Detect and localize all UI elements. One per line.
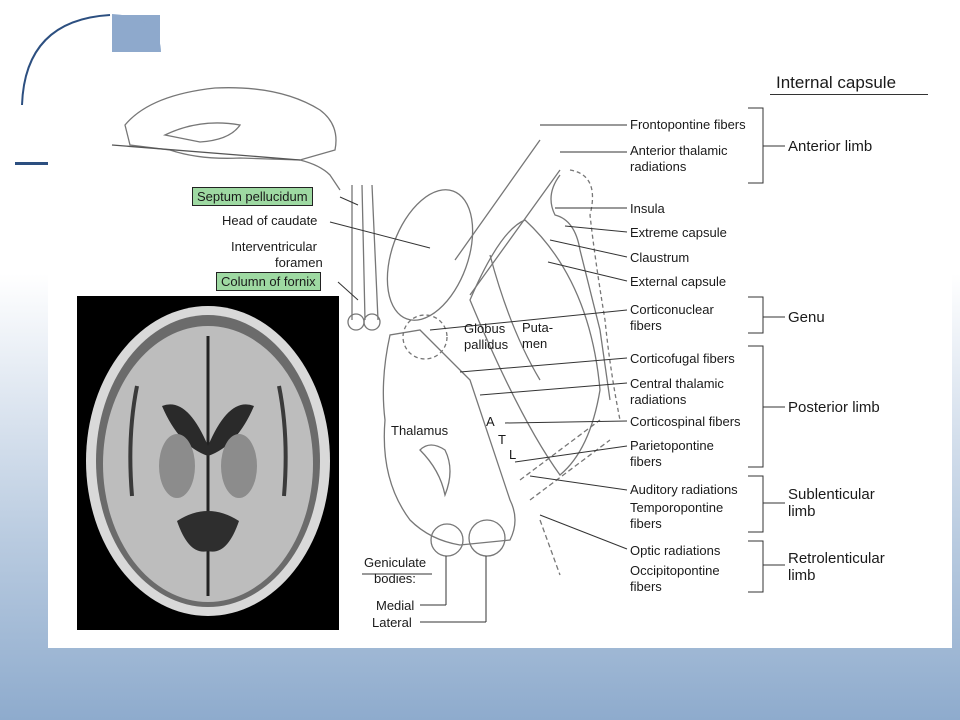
leader-fornix (337, 281, 359, 301)
fiber-label: External capsule (630, 274, 727, 289)
leader-optic (539, 514, 628, 550)
mri-ventricles (162, 404, 254, 456)
globus-border (489, 254, 541, 381)
fiber-label: radiations (630, 392, 687, 407)
leader-central-thalamic (479, 382, 628, 396)
label-column-of-fornix: Column of fornix (216, 272, 321, 291)
label-l: L (509, 447, 517, 462)
fiber-label: fibers (630, 579, 662, 594)
fiber-label: fibers (630, 454, 662, 469)
fiber-label: Anterior thalamic (630, 143, 728, 158)
group-genu: Genu (788, 309, 825, 326)
group-sublenticular: Sublenticular (788, 486, 875, 503)
fiber-label: Temporopontine (630, 500, 724, 515)
logo-rule (15, 162, 53, 165)
leader-septum (339, 196, 359, 206)
diagram-title: Internal capsule (776, 73, 897, 92)
sagittal-plane-line (111, 144, 301, 161)
mri-lentiform-left (159, 434, 195, 498)
medial-geniculate (430, 523, 464, 557)
sagittal-arrow (299, 159, 341, 191)
leader-claustrum (549, 239, 628, 258)
mri-sulci (128, 385, 288, 497)
mri-posterior-ventricles (177, 511, 239, 552)
logo-mark (21, 14, 161, 106)
leader-parietopontine (514, 445, 628, 463)
fiber-label: Corticospinal fibers (630, 414, 741, 429)
logo-arc-line-2 (111, 14, 161, 54)
label-lateral: Lateral (372, 615, 412, 630)
label-pallidus: pallidus (464, 337, 509, 352)
fiber-label: Optic radiations (630, 543, 721, 558)
lentiform-nucleus (469, 219, 601, 476)
lateral-geniculate (468, 519, 506, 557)
bracket-sublenticular (748, 475, 785, 533)
fiber-label: Central thalamic (630, 376, 724, 391)
leader-caudate (329, 221, 431, 249)
caudate-head (386, 189, 474, 321)
title-underline (770, 94, 928, 95)
label-foramen: foramen (275, 255, 323, 270)
label-thalamus: Thalamus (391, 423, 449, 438)
fornix-circle-left (347, 313, 365, 331)
fiber-label: Occipitopontine (630, 563, 720, 578)
posterior-dashed-lines (519, 419, 611, 576)
leader-corticonuclear (429, 309, 628, 331)
label-interventricular: Interventricular (231, 239, 317, 254)
leader-corticofugal (459, 357, 628, 373)
sagittal-brain-outline (124, 87, 337, 161)
label-putamen-1: Puta- (522, 320, 554, 335)
fiber-label: Claustrum (630, 250, 690, 265)
logo-square (112, 15, 160, 53)
anterior-limb-lines (454, 139, 561, 296)
fiber-label: fibers (630, 516, 662, 531)
extreme-capsule-outline (569, 169, 621, 421)
fiber-label: Auditory radiations (630, 482, 738, 497)
interventricular-foramen (402, 314, 448, 360)
label-medial: Medial (376, 598, 415, 613)
bracket-genu (748, 296, 785, 334)
mri-drawing (86, 306, 330, 616)
fiber-label: Insula (630, 201, 665, 216)
fiber-label: Extreme capsule (630, 225, 727, 240)
logo-arc-line (21, 14, 111, 106)
fiber-label: Parietopontine (630, 438, 714, 453)
bracket-posterior (748, 345, 785, 468)
fiber-label: radiations (630, 159, 687, 174)
fiber-label: fibers (630, 318, 662, 333)
bracket-retrolenticular (748, 540, 785, 593)
insula-outline (550, 174, 611, 401)
sagittal-corpus-callosum (162, 122, 242, 143)
mri-lentiform-right (221, 434, 257, 498)
fornix-circle-right (363, 313, 381, 331)
group-sublenticular-limb: limb (788, 503, 816, 520)
group-posterior-limb: Posterior limb (788, 399, 880, 416)
third-ventricle (419, 444, 451, 498)
label-septum-pellucidum: Septum pellucidum (192, 187, 313, 206)
fiber-label: Frontopontine fibers (630, 117, 746, 132)
mri-axial-image (77, 296, 339, 630)
leader-extreme (564, 225, 628, 233)
label-a: A (486, 414, 495, 429)
label-globus: Globus (464, 321, 506, 336)
label-geniculate: Geniculate (364, 555, 427, 570)
leader-external (547, 261, 628, 282)
bracket-anterior (748, 107, 785, 184)
leader-auditory (529, 475, 628, 491)
label-bodies: bodies: (374, 571, 416, 586)
label-putamen-2: men (522, 336, 548, 351)
label-head-of-caudate: Head of caudate (222, 213, 318, 228)
fiber-label: Corticonuclear (630, 302, 714, 317)
label-t: T (498, 432, 506, 447)
group-anterior-limb: Anterior limb (788, 138, 873, 155)
group-retrolenticular: Retrolenticular (788, 550, 885, 567)
thalamus-outline (382, 329, 516, 546)
leader-corticospinal (504, 420, 628, 424)
group-retrolenticular-limb: limb (788, 567, 816, 584)
septum-lines (351, 184, 379, 321)
fiber-label: Corticofugal fibers (630, 351, 735, 366)
